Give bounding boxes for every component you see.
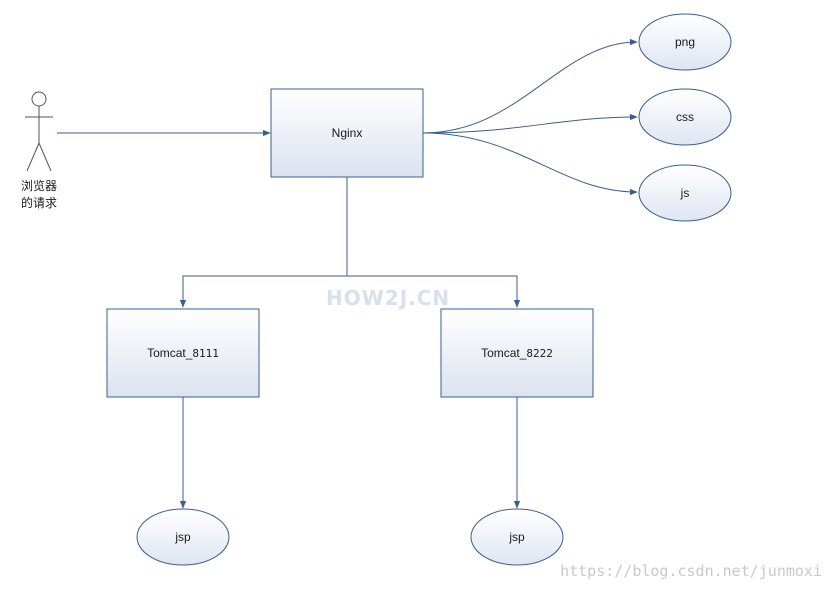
png-node	[638, 13, 732, 71]
watermark-logo: HOW2J.CN	[326, 286, 450, 310]
jsp-8111-node	[136, 508, 230, 566]
jsp-8222-label: jsp	[508, 530, 525, 544]
tomcat-8222-box	[440, 308, 594, 398]
actor-leg-left	[26, 142, 40, 172]
tomcat-8222-port: 8222	[526, 347, 553, 360]
png-label: png	[675, 35, 695, 49]
nginx-label: Nginx	[332, 126, 363, 140]
nginx-box	[270, 88, 424, 178]
arrow-to-tomcat-8222	[347, 275, 521, 308]
arrow-to-png	[422, 38, 638, 134]
actor-leg-right	[38, 142, 52, 172]
actor-label-line1: 浏览器	[21, 178, 57, 193]
js-node	[638, 164, 732, 222]
css-node	[638, 88, 732, 146]
jsp-8111-label: jsp	[174, 530, 191, 544]
tomcat-8111-port: 8111	[192, 347, 219, 360]
tomcat-8222-label: Tomcat_8222	[481, 346, 553, 360]
jsp-8222-node	[470, 508, 564, 566]
tomcat-8111-label: Tomcat_8111	[147, 346, 219, 360]
browser-actor	[25, 91, 53, 172]
arrow-to-tomcat-8111	[179, 177, 348, 308]
actor-head	[31, 91, 47, 107]
js-label: js	[680, 186, 690, 200]
actor-label-line2: 的请求	[21, 195, 57, 210]
tomcat-8111-name: Tomcat_	[147, 346, 193, 360]
tomcat-8111-box	[106, 308, 260, 398]
watermark-url: https://blog.csdn.net/junmoxi	[560, 562, 822, 580]
tomcat-8222-name: Tomcat_	[481, 346, 527, 360]
arrow-to-css	[422, 113, 638, 134]
css-label: css	[676, 110, 694, 124]
arrow-to-js	[422, 132, 638, 196]
